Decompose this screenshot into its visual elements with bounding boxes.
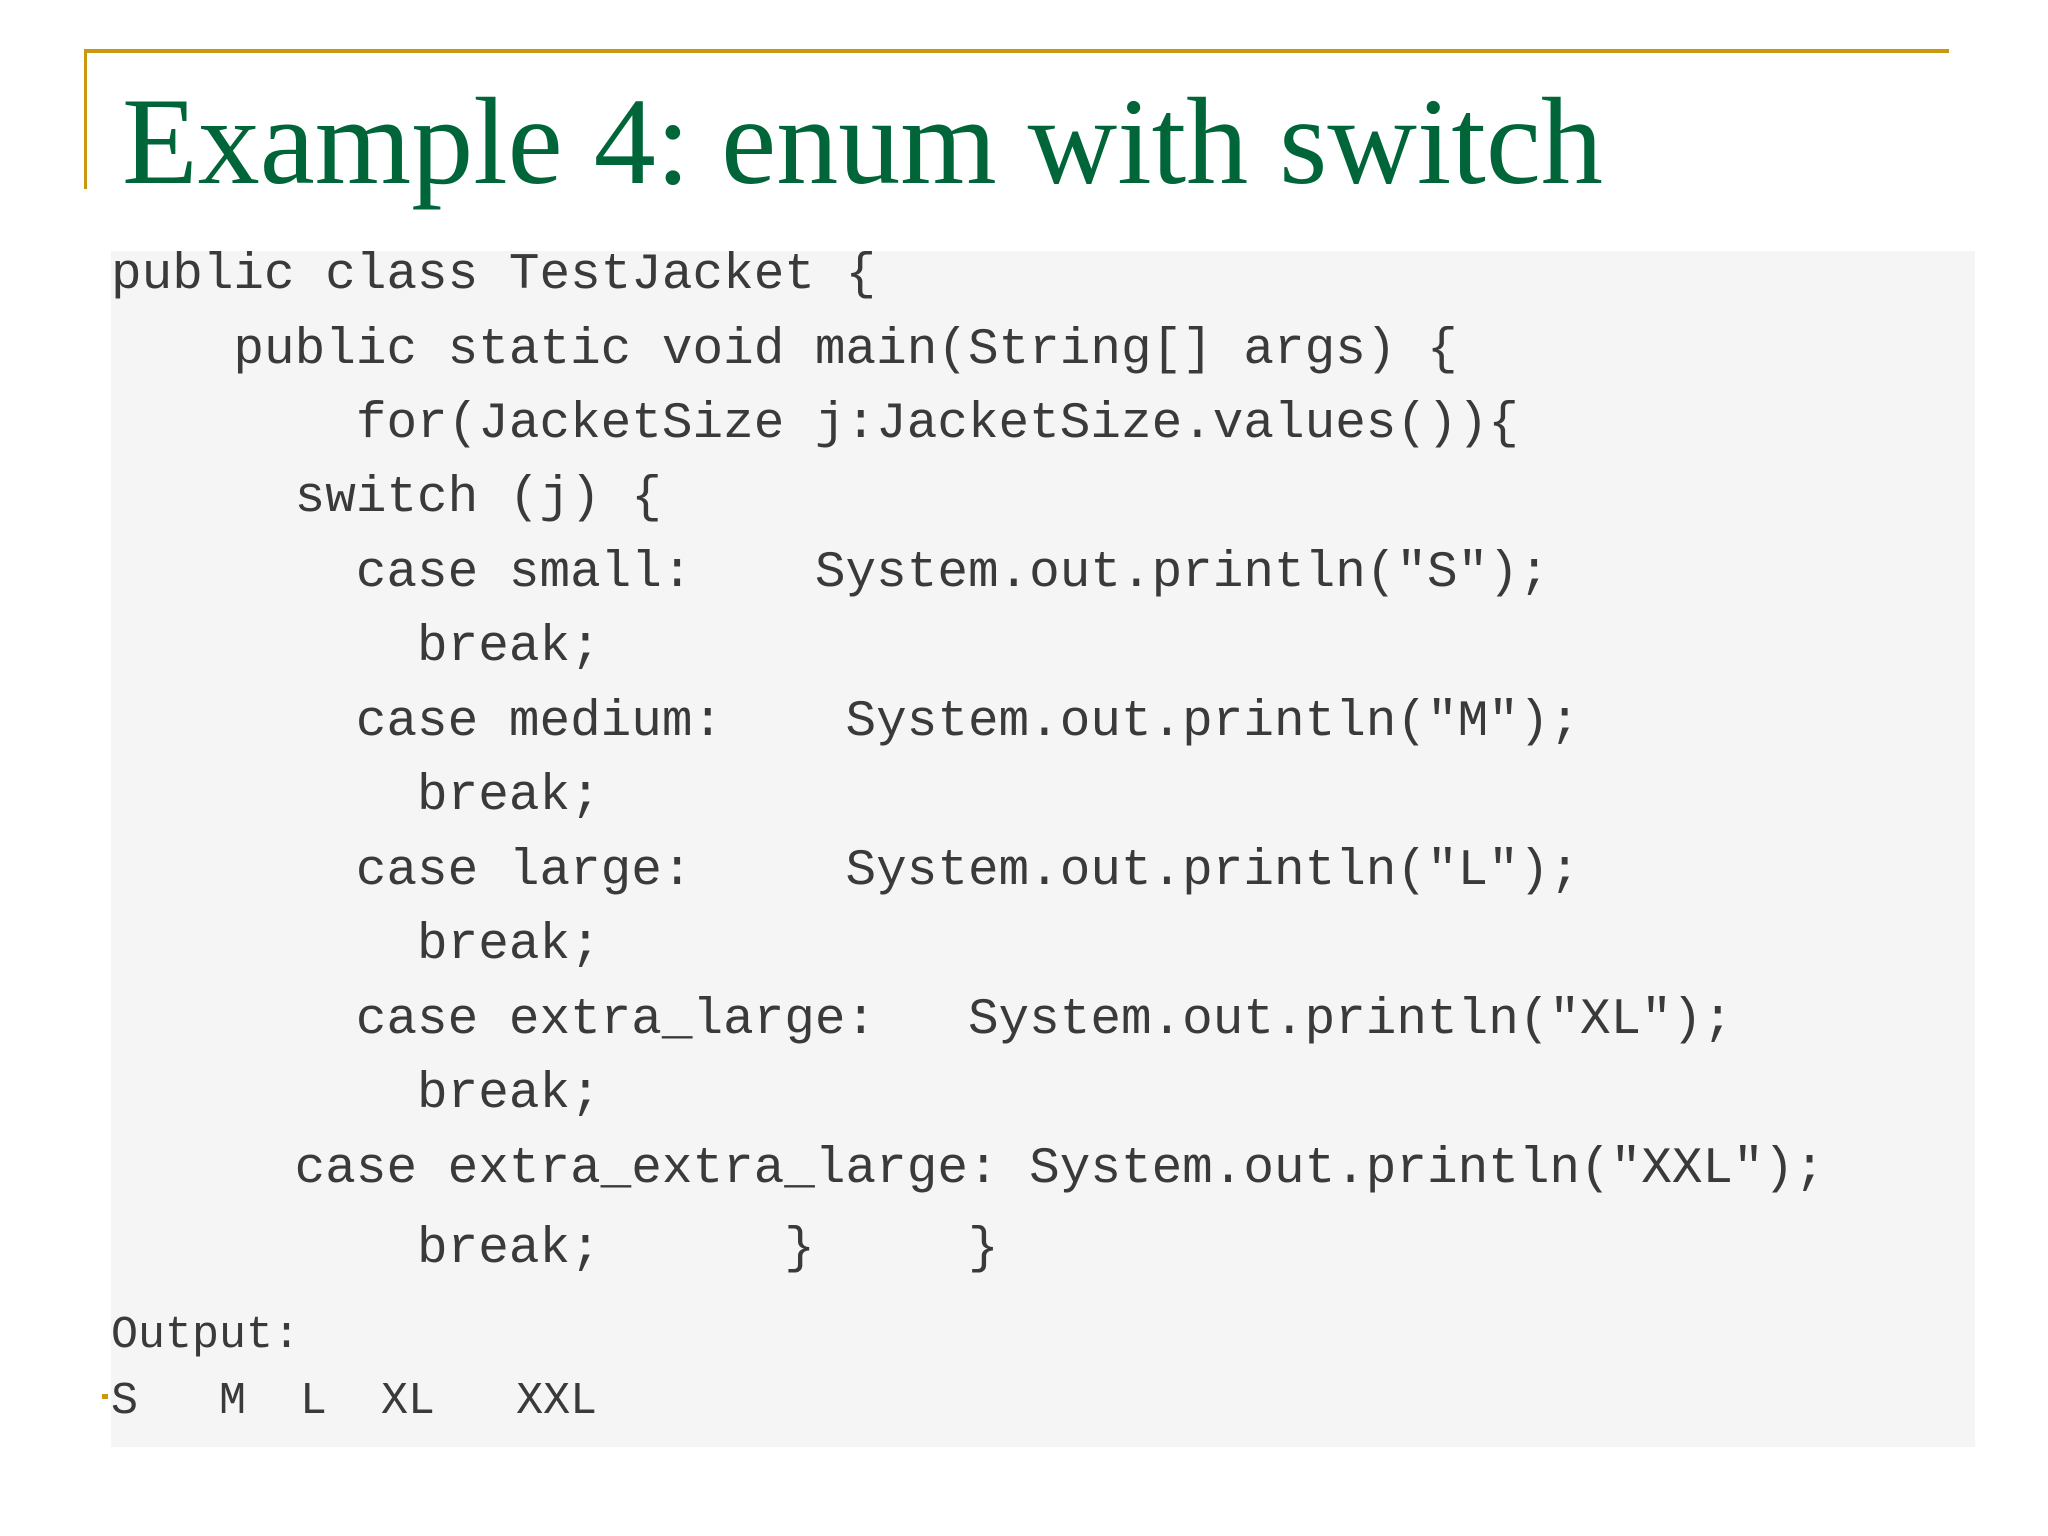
output-label: Output: <box>111 1310 301 1361</box>
output-values: S M L XL XXL <box>111 1376 598 1427</box>
slide-title: Example 4: enum with switch <box>122 73 1603 210</box>
code-line: break; <box>111 768 601 825</box>
code-line: public static void main(String[] args) { <box>111 322 1458 379</box>
title-left-rule <box>84 49 87 189</box>
code-line: switch (j) { <box>111 470 662 527</box>
code-line: public class TestJacket { <box>111 247 877 304</box>
bullet-icon <box>102 1394 108 1399</box>
code-line: break; <box>111 619 601 676</box>
code-line: case small: System.out.println("S"); <box>111 545 1550 602</box>
code-line: case medium: System.out.println("M"); <box>111 694 1581 751</box>
code-line: break; <box>111 917 601 974</box>
title-top-rule <box>85 49 1949 53</box>
code-line: break; } } <box>111 1221 999 1278</box>
code-line: case extra_extra_large: System.out.print… <box>111 1141 1825 1198</box>
code-line: case large: System.out.println("L"); <box>111 843 1581 900</box>
code-line: for(JacketSize j:JacketSize.values()){ <box>111 396 1519 453</box>
code-line: case extra_large: System.out.println("XL… <box>111 992 1734 1049</box>
code-line: break; <box>111 1066 601 1123</box>
code-block <box>111 251 1975 1447</box>
